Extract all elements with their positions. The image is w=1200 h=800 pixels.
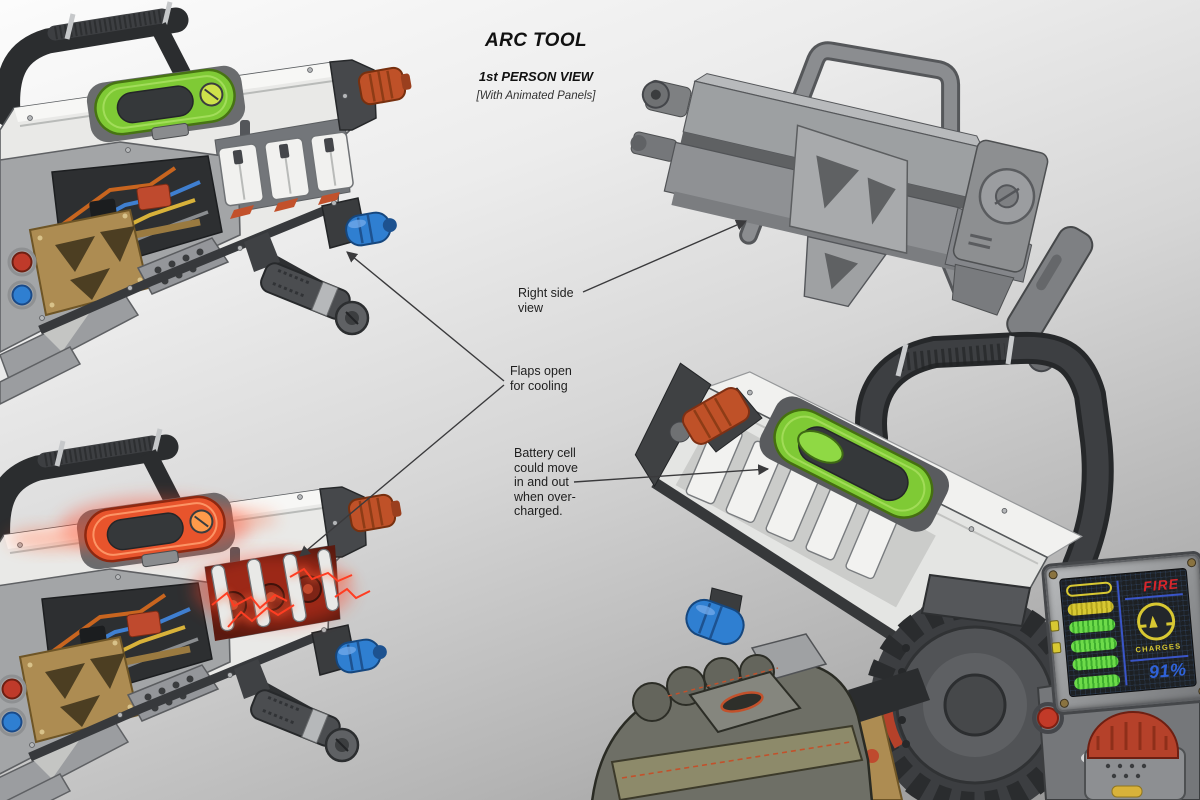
hud-charge-cell [1067, 599, 1115, 616]
hud-charge-cell [1073, 673, 1121, 690]
weapon-view-left-side-normal [0, 2, 413, 404]
weapon-view-right-side-model [630, 41, 1094, 373]
hud-screen: FIRE CHARGES 91% [1043, 553, 1200, 713]
weapon-view-first-person [591, 331, 1200, 800]
annotation-flaps-open: Flaps open for cooling [510, 364, 572, 393]
page-title: ARC TOOL [484, 30, 588, 51]
hud-charge-cell [1072, 655, 1119, 672]
weapon-view-left-side-overcharged [0, 429, 403, 800]
annotation-arrows [299, 219, 770, 557]
battery-cell-green-fp [759, 396, 950, 532]
hud-charge-cell [1068, 618, 1116, 635]
arrow-flaps-upper [346, 251, 505, 382]
hud-charge-cell [1065, 581, 1113, 598]
cooling-flaps-closed [218, 131, 354, 219]
annotation-right-side-view: Right side view [518, 286, 574, 315]
carry-handle [855, 331, 1114, 582]
cooling-flaps-open [193, 545, 371, 641]
hud-charges-box: CHARGES [1125, 595, 1189, 662]
annotation-battery-cell: Battery cell could move in and out when … [514, 446, 578, 518]
side-cap-blue [685, 587, 745, 646]
arrow-flaps-lower [299, 384, 505, 557]
hud-right-panel: FIRE CHARGES 91% [1123, 575, 1190, 685]
screw-icon [1059, 698, 1070, 709]
hud-charge-cells [1065, 580, 1128, 690]
arrow-right-side-view [582, 219, 748, 293]
hud-charge-cell [1070, 636, 1118, 653]
hud-charge-percent: 91% [1148, 659, 1188, 683]
title-block: ARC TOOL 1st PERSON VIEW [With Animated … [396, 30, 676, 102]
page-note: [With Animated Panels] [476, 90, 596, 102]
bezel-indicator-icon [1049, 619, 1060, 632]
page-subtitle: 1st PERSON VIEW [478, 69, 594, 84]
muzzle-cap-orange [669, 387, 763, 453]
hud-charges-label: CHARGES [1135, 641, 1182, 655]
battery-cell-overcharged [84, 495, 226, 568]
screw-icon [1186, 557, 1197, 568]
coil-emblem-icon [1135, 600, 1177, 643]
player-arm [591, 633, 930, 800]
battery-cell-green [94, 68, 236, 141]
arrow-battery-cell [573, 464, 770, 483]
bezel-indicator-icon [1051, 641, 1062, 654]
screw-icon [1048, 569, 1059, 580]
